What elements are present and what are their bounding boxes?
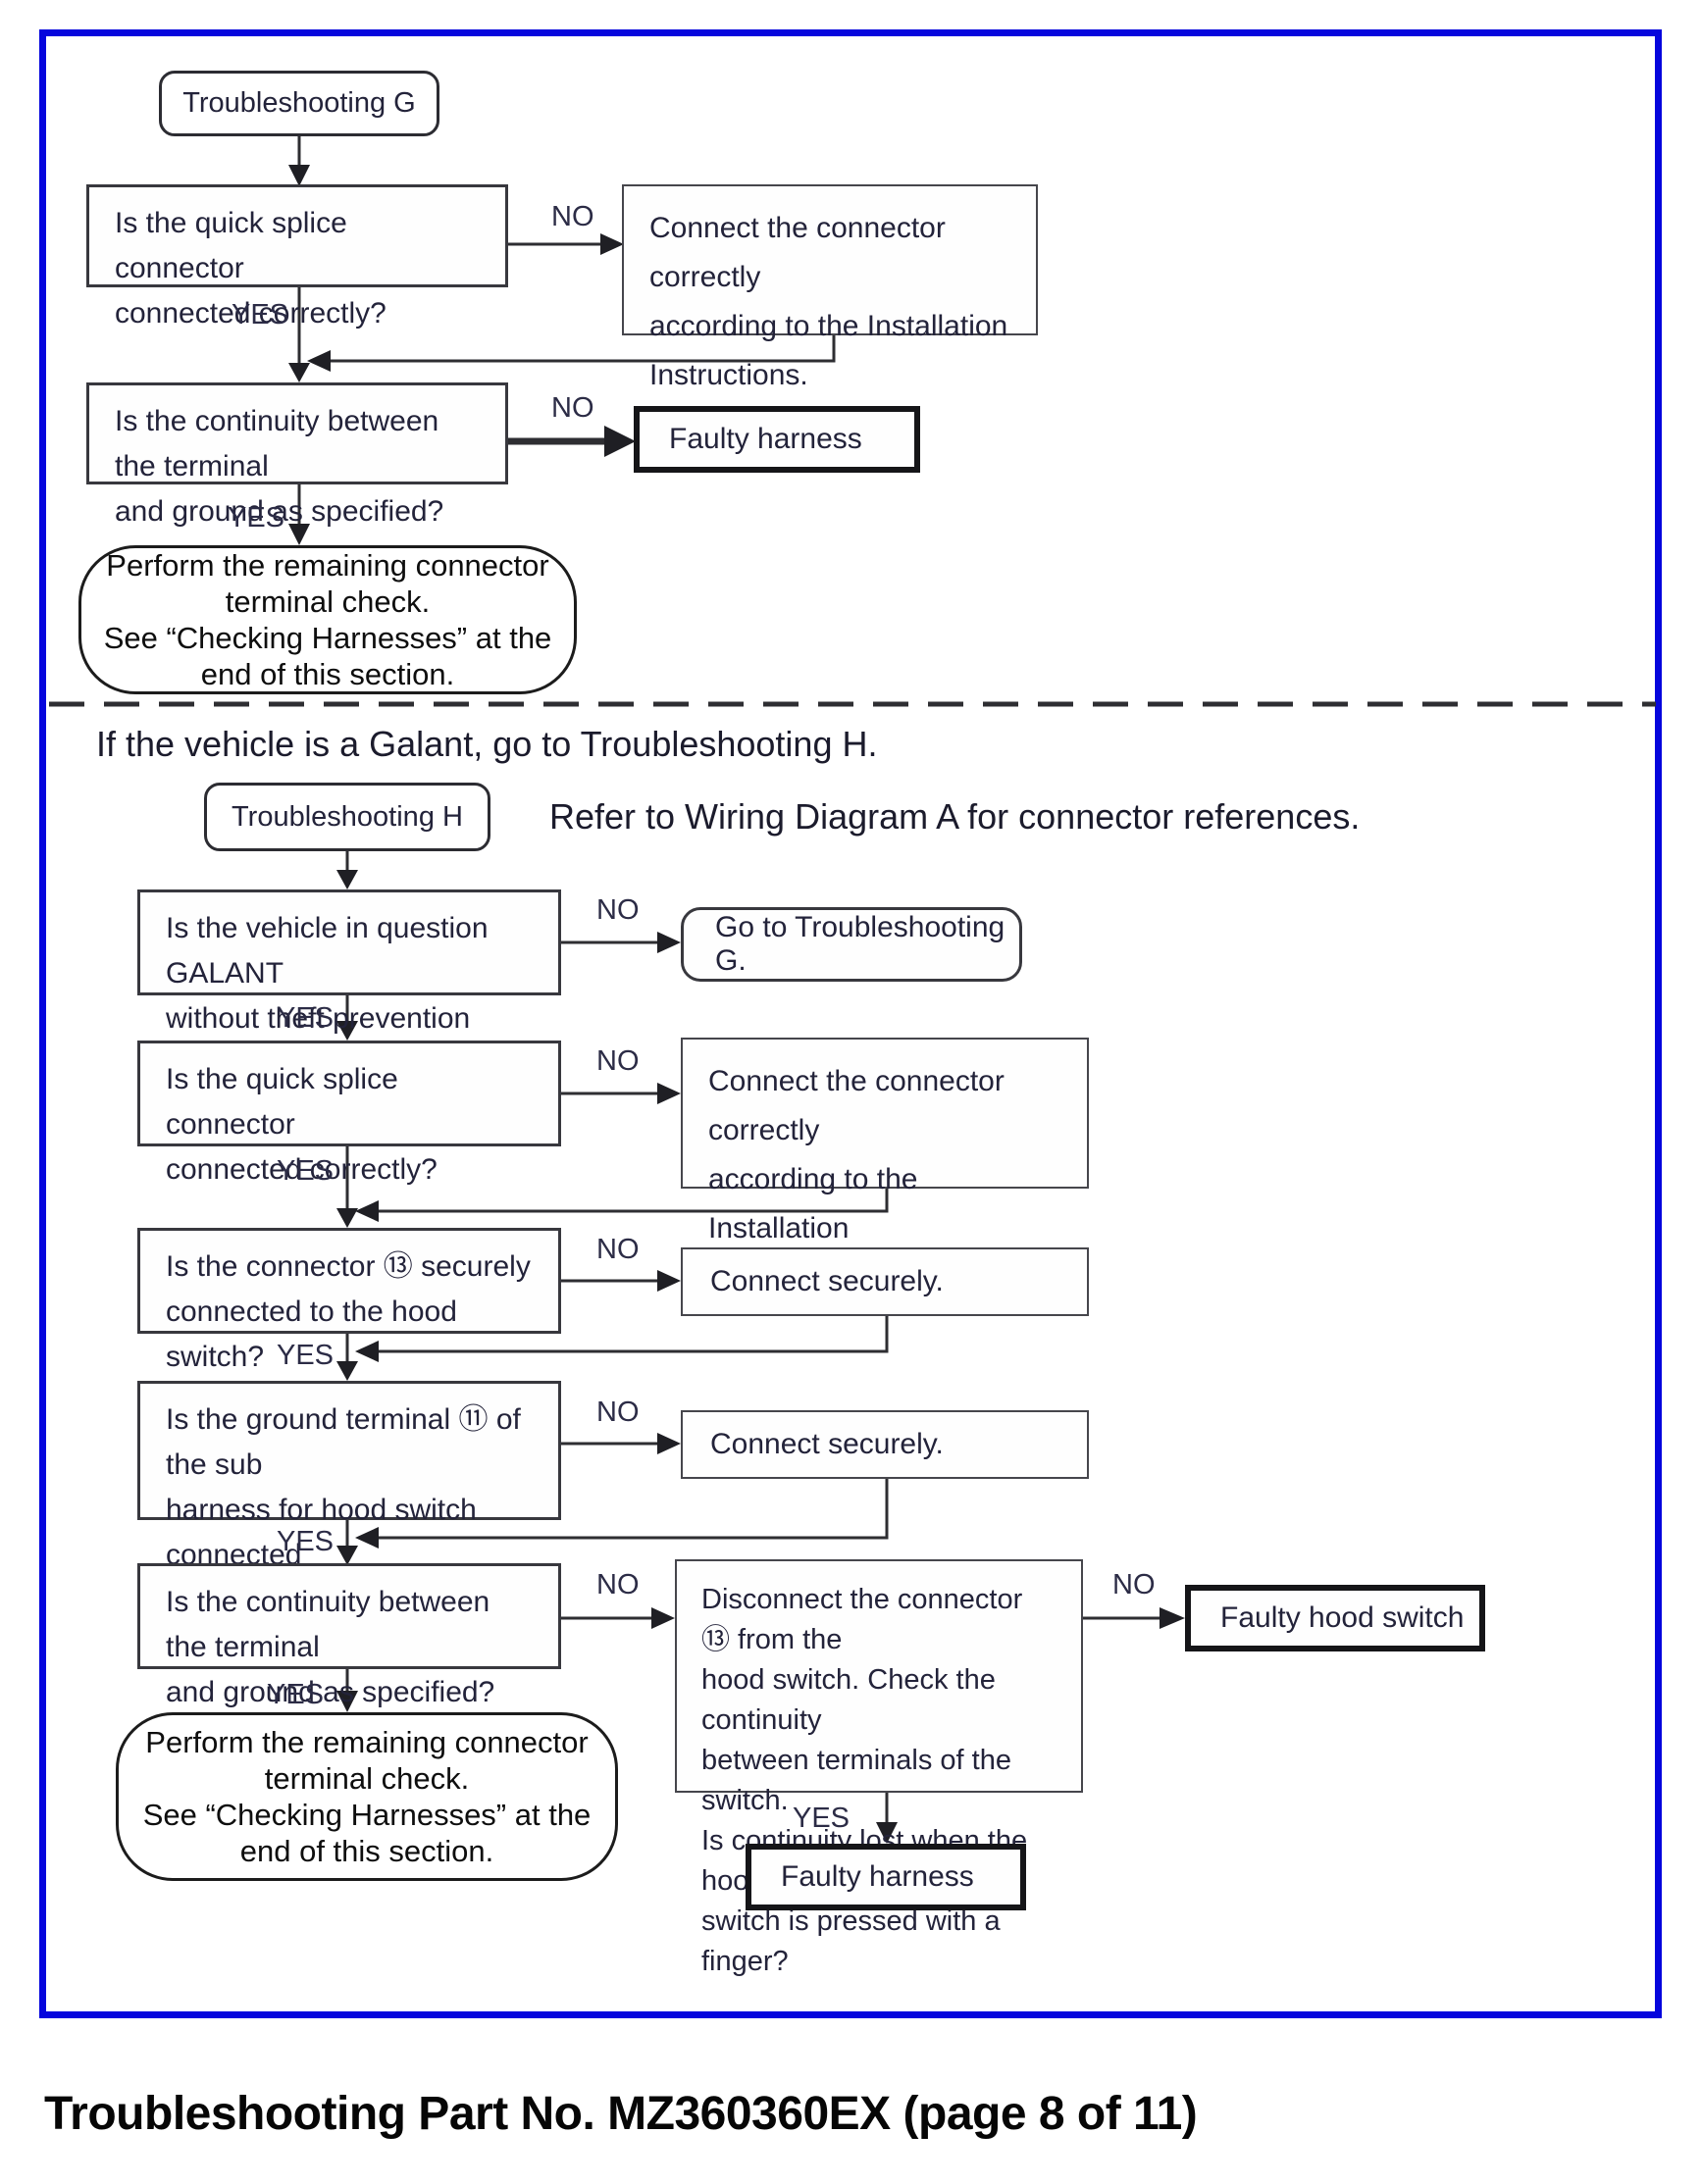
question-continuity-h: Is the continuity between the terminal a… [137,1563,561,1708]
result-faulty-harness-g: Faulty harness [634,406,920,473]
flow-start-g: Troubleshooting G [159,71,439,136]
no-label-g2: NO [551,392,594,424]
answer-connect-securely-1-label: Connect securely. [710,1265,944,1297]
yes-label-h3: YES [277,1340,335,1371]
yes-label-g1: YES [232,299,289,330]
question-connector-hood: Is the connector ⑬ securely connected to… [137,1228,561,1373]
page-border [39,29,1662,2018]
answer-connect-securely-2: Connect securely. [681,1410,1089,1479]
answer-goto-g: Go to Troubleshooting G. [681,907,1022,982]
flow-start-g-label: Troubleshooting G [182,87,416,119]
yes-label-h5: YES [267,1679,325,1710]
flow-start-h-label: Troubleshooting H [232,800,463,833]
question-continuity-g: Is the continuity between the terminal a… [86,382,508,528]
result-faulty-hood-switch: Faulty hood switch [1185,1585,1485,1651]
answer-goto-g-label: Go to Troubleshooting G. [715,911,1005,977]
yes-label-g2: YES [228,502,285,533]
answer-disconnect-check: Disconnect the connector ⑬ from the hood… [675,1559,1083,1977]
question-quick-splice-h: Is the quick splice connector connected … [137,1041,561,1186]
answer-connect-securely-1: Connect securely. [681,1247,1089,1316]
result-faulty-harness-g-label: Faulty harness [669,423,862,455]
question-quick-splice-g: Is the quick splice connector connected … [86,184,508,330]
yes-label-h2: YES [277,1155,335,1187]
no-label-h5-right: NO [1112,1569,1156,1600]
no-label-h4: NO [596,1397,640,1428]
answer-connect-instructions-h: Connect the connector correctly accordin… [681,1038,1089,1294]
question-galant: Is the vehicle in question GALANT withou… [137,889,561,1080]
yes-label-h4: YES [277,1526,335,1557]
result-faulty-hood-switch-label: Faulty hood switch [1220,1601,1465,1634]
no-label-h1: NO [596,894,640,926]
yes-label-h6: YES [793,1803,850,1834]
terminator-h: Perform the remaining connector terminal… [116,1712,618,1881]
result-faulty-harness-h-label: Faulty harness [781,1860,974,1893]
no-label-h2: NO [596,1045,640,1077]
answer-connect-securely-2-label: Connect securely. [710,1428,944,1460]
page-caption: Troubleshooting Part No. MZ360360EX (pag… [44,2088,1198,2140]
question-ground-terminal: Is the ground terminal ⑪ of the sub harn… [137,1381,561,1616]
no-label-g1: NO [551,201,594,232]
yes-label-h1: YES [277,1002,335,1034]
no-label-h5: NO [596,1569,640,1600]
no-label-h3: NO [596,1234,640,1265]
terminator-g: Perform the remaining connector terminal… [78,545,577,694]
flow-start-h: Troubleshooting H [204,783,490,851]
answer-connect-instructions-g: Connect the connector correctly accordin… [622,184,1038,391]
divider-note: If the vehicle is a Galant, go to Troubl… [96,724,878,764]
result-faulty-harness-h: Faulty harness [746,1844,1026,1910]
wiring-diagram-note: Refer to Wiring Diagram A for connector … [549,796,1361,837]
